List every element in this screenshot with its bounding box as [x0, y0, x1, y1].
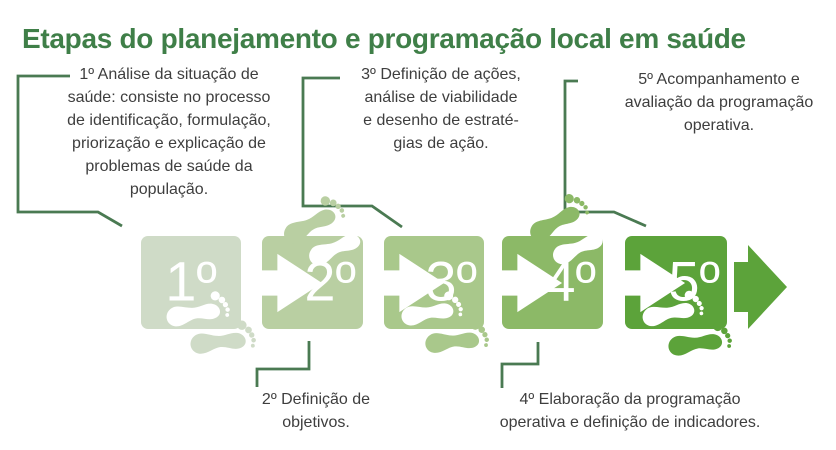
- flow-arrow-icon: [495, 253, 563, 312]
- exit-arrow-icon: [734, 245, 787, 329]
- step-4-box: 4º: [495, 188, 615, 329]
- callout-step3: 3º Definição de ações, análise de viabil…: [361, 66, 521, 152]
- step-2-label: 2º: [304, 248, 356, 312]
- flow-arrow-icon: [255, 253, 323, 312]
- callout-step1: 1º Análise da situação de saúde: consist…: [67, 66, 271, 198]
- step-4-label: 4º: [544, 248, 596, 312]
- step-3-box: 3º: [377, 236, 490, 354]
- step-3-label: 3º: [425, 248, 477, 312]
- step-5-label: 5º: [668, 248, 720, 312]
- callout-step4: 4º Elaboração da programação operativa e…: [499, 391, 761, 431]
- flow-arrow-icon: [618, 253, 686, 312]
- flow-arrow-icon: [377, 253, 445, 312]
- page-title: Etapas do planejamento e programação loc…: [22, 22, 746, 54]
- connector-step4: [500, 342, 540, 388]
- step-1-box: 1º: [141, 236, 257, 355]
- step-2-box: 2º: [255, 190, 373, 329]
- callout-step5: 5º Acompanhamento e avaliação da program…: [624, 71, 814, 134]
- connector-step2: [255, 341, 311, 387]
- step-1-label: 1º: [165, 248, 217, 312]
- callout-step2: 2º Definição de objetivos.: [261, 391, 371, 431]
- step-5-box: 5º: [618, 236, 733, 357]
